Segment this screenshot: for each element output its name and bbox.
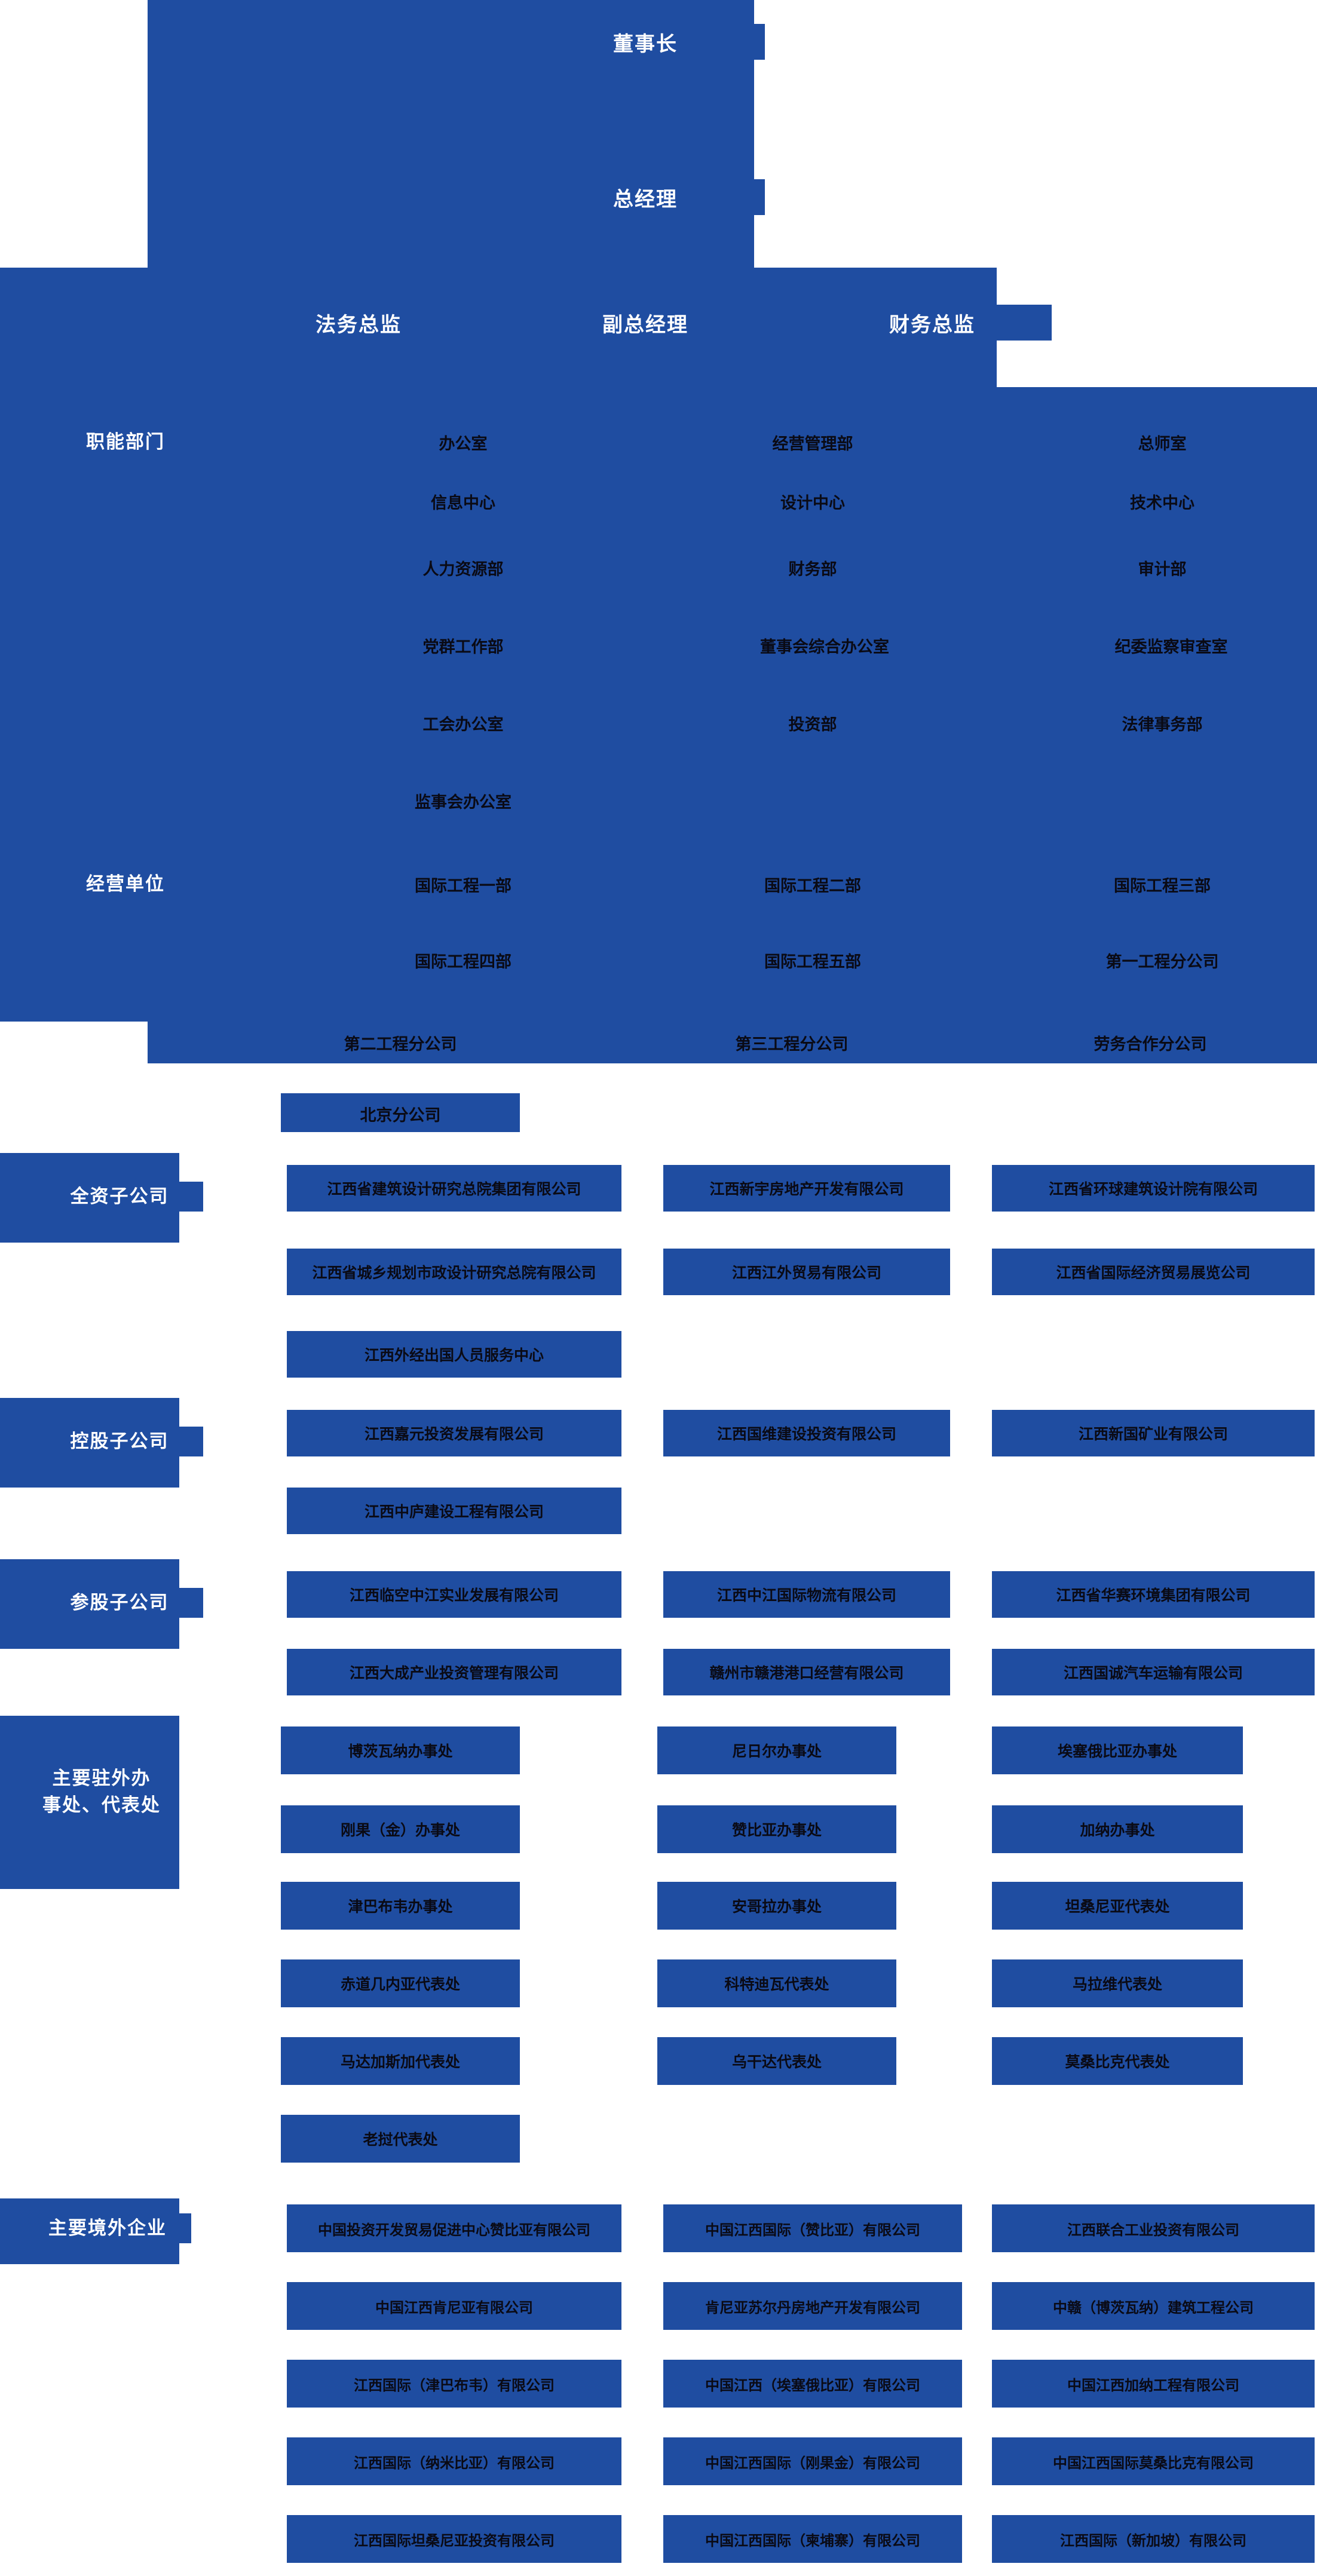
controlled-1[interactable]: 江西嘉元投资发展有限公司 [287,1410,621,1456]
section-label-participating: 参股子公司 [36,1588,203,1618]
dept-legal-affairs[interactable]: 法律事务部 [1043,708,1282,738]
section-label-functional-departments: 职能部门 [36,427,215,457]
unit-intl-eng-2[interactable]: 国际工程二部 [693,869,932,899]
office-niger[interactable]: 尼日尔办事处 [657,1726,896,1774]
overseas-offices-label-line2: 事处、代表处 [42,1795,161,1816]
unit-branch-eng-1[interactable]: 第一工程分公司 [1043,945,1282,975]
office-ghana[interactable]: 加纳办事处 [992,1805,1243,1853]
participating-6[interactable]: 江西国诚汽车运输有限公司 [992,1649,1315,1695]
dept-office[interactable]: 办公室 [344,427,583,457]
exec-chairman: 董事长 [526,24,765,60]
office-botswana[interactable]: 博茨瓦纳办事处 [281,1726,520,1774]
section-label-overseas-offices: 主要驻外办 事处、代表处 [24,1750,179,1834]
overseas-ent-9[interactable]: 中国江西加纳工程有限公司 [992,2360,1315,2408]
dept-design-center[interactable]: 设计中心 [693,488,932,514]
exec-finance-director-label: 财务总监 [889,313,975,336]
office-angola[interactable]: 安哥拉办事处 [657,1882,896,1930]
office-ethiopia[interactable]: 埃塞俄比亚办事处 [992,1726,1243,1774]
exec-general-manager: 总经理 [526,179,765,215]
dept-chief-engineer-office[interactable]: 总师室 [1043,427,1282,457]
exec-legal-director-label: 法务总监 [316,313,402,336]
office-malawi[interactable]: 马拉维代表处 [992,1959,1243,2007]
dept-discipline-inspection[interactable]: 纪委监察审查室 [1043,630,1300,660]
exec-chairman-label: 董事长 [613,32,678,56]
overseas-ent-4[interactable]: 中国江西肯尼亚有限公司 [287,2282,621,2330]
office-drc[interactable]: 刚果（金）办事处 [281,1805,520,1853]
overseas-ent-12[interactable]: 中国江西国际莫桑比克有限公司 [992,2437,1315,2485]
office-cote-divoire[interactable]: 科特迪瓦代表处 [657,1959,896,2007]
office-uganda[interactable]: 乌干达代表处 [657,2037,896,2085]
dept-human-resources[interactable]: 人力资源部 [344,553,583,582]
unit-intl-eng-1[interactable]: 国际工程一部 [344,869,583,899]
overseas-ent-15[interactable]: 江西国际（新加坡）有限公司 [992,2515,1315,2563]
dept-information-center[interactable]: 信息中心 [344,488,583,514]
exec-deputy-gm: 副总经理 [526,305,765,341]
field-gutter-left [0,1022,148,1165]
section-label-controlled: 控股子公司 [36,1427,203,1456]
dept-party-affairs[interactable]: 党群工作部 [344,630,583,660]
wholly-owned-6[interactable]: 江西省国际经济贸易展览公司 [992,1249,1315,1295]
overseas-ent-3[interactable]: 江西联合工业投资有限公司 [992,2204,1315,2252]
participating-3[interactable]: 江西省华赛环境集团有限公司 [992,1571,1315,1618]
exec-legal-director: 法务总监 [239,305,478,341]
unit-branch-eng-2[interactable]: 第二工程分公司 [281,1028,520,1057]
dept-business-management[interactable]: 经营管理部 [693,427,932,457]
office-laos[interactable]: 老挝代表处 [281,2115,520,2163]
controlled-4[interactable]: 江西中庐建设工程有限公司 [287,1488,621,1534]
overseas-ent-8[interactable]: 中国江西（埃塞俄比亚）有限公司 [663,2360,962,2408]
exec-general-manager-label: 总经理 [613,188,678,211]
overseas-ent-13[interactable]: 江西国际坦桑尼亚投资有限公司 [287,2515,621,2563]
participating-2[interactable]: 江西中江国际物流有限公司 [663,1571,950,1618]
office-zambia[interactable]: 赞比亚办事处 [657,1805,896,1853]
overseas-ent-1[interactable]: 中国投资开发贸易促进中心赞比亚有限公司 [287,2204,621,2252]
unit-intl-eng-4[interactable]: 国际工程四部 [344,945,583,975]
office-madagascar[interactable]: 马达加斯加代表处 [281,2037,520,2085]
overseas-offices-label-line1: 主要驻外办 [52,1768,151,1789]
controlled-2[interactable]: 江西国维建设投资有限公司 [663,1410,950,1456]
overseas-ent-2[interactable]: 中国江西国际（赞比亚）有限公司 [663,2204,962,2252]
participating-1[interactable]: 江西临空中江实业发展有限公司 [287,1571,621,1618]
section-label-overseas-enterprises: 主要境外企业 [24,2213,191,2243]
wholly-owned-3[interactable]: 江西省环球建筑设计院有限公司 [992,1165,1315,1212]
overseas-ent-5[interactable]: 肯尼亚苏尔丹房地产开发有限公司 [663,2282,962,2330]
dept-board-general-office[interactable]: 董事会综合办公室 [693,630,956,660]
section-label-wholly-owned: 全资子公司 [36,1182,203,1212]
unit-branch-eng-3[interactable]: 第三工程分公司 [672,1028,911,1057]
dept-units-field [0,387,1317,1022]
overseas-ent-6[interactable]: 中赣（博茨瓦纳）建筑工程公司 [992,2282,1315,2330]
controlled-3[interactable]: 江西新国矿业有限公司 [992,1410,1315,1456]
dept-supervisory-board-office[interactable]: 监事会办公室 [344,786,583,815]
wholly-owned-5[interactable]: 江西江外贸易有限公司 [663,1249,950,1295]
wholly-owned-1[interactable]: 江西省建筑设计研究总院集团有限公司 [287,1165,621,1212]
office-tanzania[interactable]: 坦桑尼亚代表处 [992,1882,1243,1930]
dept-audit[interactable]: 审计部 [1043,553,1282,582]
office-equatorial-guinea[interactable]: 赤道几内亚代表处 [281,1959,520,2007]
participating-5[interactable]: 赣州市赣港港口经营有限公司 [663,1649,950,1695]
overseas-ent-14[interactable]: 中国江西国际（柬埔寨）有限公司 [663,2515,962,2563]
unit-intl-eng-3[interactable]: 国际工程三部 [1043,869,1282,899]
overseas-ent-11[interactable]: 中国江西国际（刚果金）有限公司 [663,2437,962,2485]
exec-deputy-gm-label: 副总经理 [602,313,688,336]
overseas-ent-10[interactable]: 江西国际（纳米比亚）有限公司 [287,2437,621,2485]
overseas-ent-7[interactable]: 江西国际（津巴布韦）有限公司 [287,2360,621,2408]
dept-investment[interactable]: 投资部 [693,708,932,738]
dept-technology-center[interactable]: 技术中心 [1043,488,1282,514]
unit-intl-eng-5[interactable]: 国际工程五部 [693,945,932,975]
unit-beijing-branch[interactable]: 北京分公司 [281,1099,520,1128]
exec-finance-director: 财务总监 [813,305,1052,341]
participating-4[interactable]: 江西大成产业投资管理有限公司 [287,1649,621,1695]
dept-labor-union-office[interactable]: 工会办公室 [344,708,583,738]
dept-finance[interactable]: 财务部 [693,553,932,582]
office-zimbabwe[interactable]: 津巴布韦办事处 [281,1882,520,1930]
wholly-owned-7[interactable]: 江西外经出国人员服务中心 [287,1331,621,1378]
wholly-owned-4[interactable]: 江西省城乡规划市政设计研究总院有限公司 [287,1249,621,1295]
office-mozambique[interactable]: 莫桑比克代表处 [992,2037,1243,2085]
unit-labor-cooperation-branch[interactable]: 劳务合作分公司 [1031,1028,1270,1057]
section-label-business-units: 经营单位 [36,869,215,899]
wholly-owned-2[interactable]: 江西新宇房地产开发有限公司 [663,1165,950,1212]
